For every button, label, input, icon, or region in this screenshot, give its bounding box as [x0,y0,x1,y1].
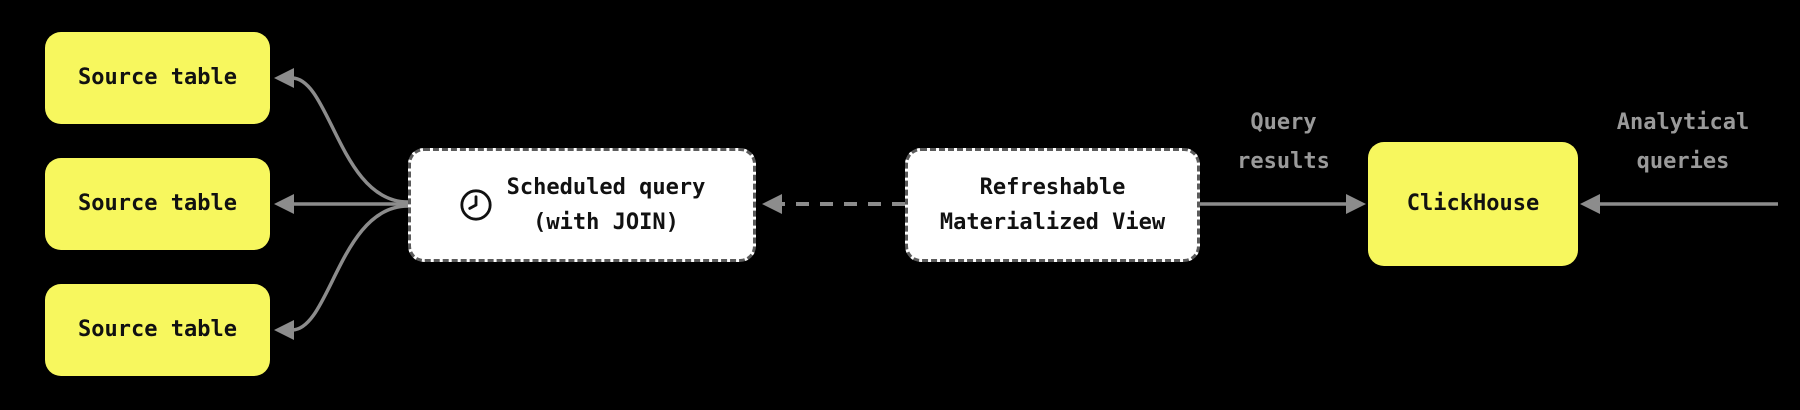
source-table-3-label: Source table [78,317,237,343]
query-results-line1: Query [1250,110,1317,135]
arrowhead-source-3 [274,320,294,340]
query-results-label: Query results [1196,104,1371,181]
materialized-view-line1: Refreshable [979,174,1126,200]
arrowhead-mv-to-scheduled [762,194,782,214]
materialized-view-label: Refreshable Materialized View [940,170,1165,240]
scheduled-query-line1: Scheduled query [506,174,706,200]
source-table-2-label: Source table [78,191,237,217]
source-table-1-label: Source table [78,65,237,91]
analytical-queries-line2: queries [1636,148,1730,174]
clock-icon [460,189,492,221]
analytical-queries-label: Analytical queries [1588,104,1778,181]
arrow-to-source-3 [291,204,409,332]
arrowhead-source-1 [274,68,294,88]
node-source-table-3: Source table [45,284,270,376]
arrowhead-analytical-to-clickhouse [1580,194,1600,214]
scheduled-query-label: Scheduled query (with JOIN) [507,170,706,240]
node-materialized-view: Refreshable Materialized View [905,148,1200,262]
node-scheduled-query: Scheduled query (with JOIN) [408,148,756,262]
node-source-table-2: Source table [45,158,270,250]
node-source-table-1: Source table [45,32,270,124]
arrowhead-source-2 [274,194,294,214]
materialized-view-line2: Materialized View [939,210,1166,235]
clickhouse-label: ClickHouse [1406,191,1540,217]
query-results-line2: results [1237,148,1330,174]
arrowhead-mv-to-clickhouse [1346,194,1366,214]
analytical-queries-line1: Analytical [1616,110,1750,135]
node-clickhouse: ClickHouse [1368,142,1578,266]
arrow-to-source-1 [291,76,409,204]
scheduled-query-line2: (with JOIN) [533,210,679,235]
